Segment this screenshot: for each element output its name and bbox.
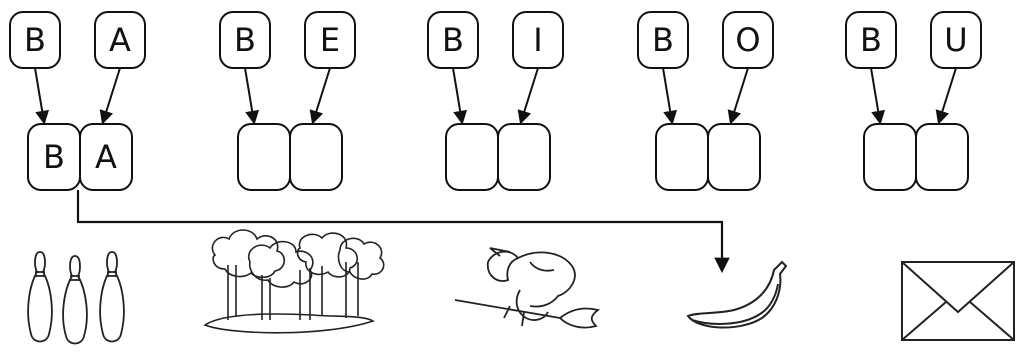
consonant-letter: B [652,21,674,59]
vowel-letter: E [320,21,340,59]
arrow-vowel [103,68,120,122]
consonant-letter: B [860,21,882,59]
bowling-pins-icon [28,252,124,344]
vowel-letter: O [735,21,760,59]
consonant-letter: B [442,21,464,59]
arrow-consonant [245,68,254,122]
arrow-vowel [731,68,748,122]
witch-on-broom-icon [455,248,598,328]
banana-icon [688,262,786,328]
answer-vowel-box [290,124,342,190]
arrow-vowel [313,68,330,122]
example-link-arrow [78,190,722,270]
answer-vowel-letter: A [95,138,117,176]
arrow-consonant [663,68,672,122]
arrow-consonant [871,68,880,122]
answer-consonant-box [656,124,708,190]
arrow-vowel [939,68,956,122]
envelope-icon [902,262,1014,340]
consonant-letter: B [234,21,256,59]
forest-icon [205,230,384,333]
arrow-vowel [521,68,538,122]
vowel-letter: A [109,21,131,59]
arrow-consonant [453,68,462,122]
vowel-letter: I [533,21,542,59]
vowel-letter: U [944,21,967,59]
answer-consonant-box [446,124,498,190]
consonant-letter: B [24,21,46,59]
answer-vowel-box [708,124,760,190]
arrow-consonant [35,68,44,122]
answer-vowel-box [916,124,968,190]
answer-consonant-letter: B [43,138,65,176]
answer-consonant-box [238,124,290,190]
answer-vowel-box [498,124,550,190]
answer-consonant-box [864,124,916,190]
